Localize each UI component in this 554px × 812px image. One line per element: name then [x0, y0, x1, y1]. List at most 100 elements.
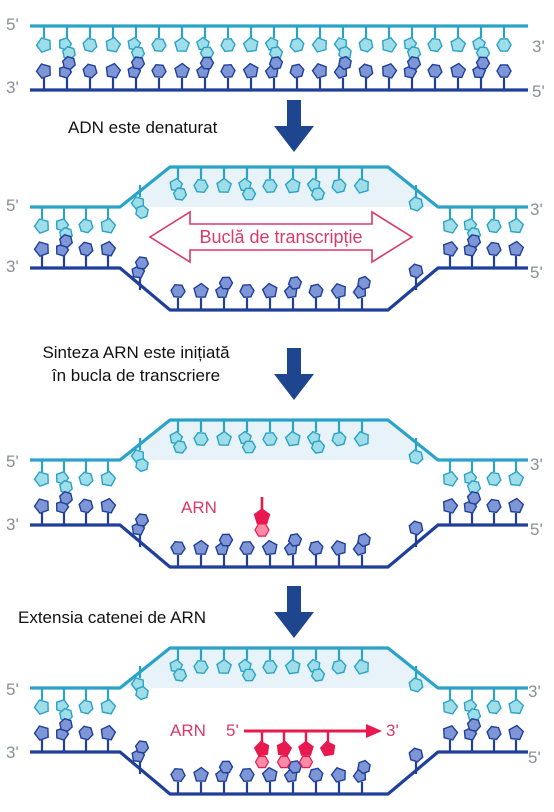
panel3-bottom-base — [352, 532, 371, 567]
step2-caption-line1: Sinteza ARN este inițiată — [42, 343, 230, 362]
panel4-top-base — [486, 688, 502, 715]
panel3-bottom-base — [170, 540, 186, 567]
panel1-top-strand-base — [472, 26, 491, 60]
panel3-bottom-base — [100, 497, 117, 525]
panel3-top-base — [331, 420, 347, 447]
panel2-bottom-base — [508, 240, 525, 268]
down-arrow-icon — [274, 586, 314, 638]
panel2-bottom-base — [283, 276, 303, 310]
panel2-top-base — [306, 167, 326, 201]
panel2-bottom-base — [308, 283, 324, 310]
panel4-bottom-3prime: 3' — [6, 743, 19, 762]
panel2-bottom-base — [261, 282, 278, 310]
panel2-top-base — [55, 207, 73, 242]
panel4-bottom-base — [170, 767, 186, 794]
double-arrow-icon — [148, 210, 414, 264]
panel3-top-base — [508, 460, 525, 487]
panel2-top-base — [408, 185, 424, 212]
panel4-bottom-base — [78, 725, 94, 752]
panel4-bottom-base — [308, 767, 324, 794]
panel2-bottom-base — [214, 276, 234, 310]
panel2-bottom-backbone — [30, 266, 528, 312]
panel2-top-backbone — [30, 165, 528, 209]
panel3-bottom-base — [239, 540, 255, 567]
panel4-bottom-base — [408, 747, 424, 774]
panel3-top-base — [486, 460, 502, 487]
rna-arrowhead-icon — [366, 724, 382, 738]
panel2-bottom-base — [239, 283, 255, 310]
panel1-bottom-strand-base — [472, 56, 491, 90]
panel3-bottom-base — [283, 533, 303, 567]
panel3-bubble-fill — [120, 420, 438, 460]
panel3-top-base — [262, 420, 278, 447]
panel3-top-base — [237, 420, 257, 454]
panel1-bottom-strand-base — [35, 63, 51, 90]
panel4-top-base — [508, 688, 525, 715]
rna-3prime-label: 3' — [386, 721, 399, 740]
panel2-bottom-base — [78, 241, 94, 268]
panel4-top-base — [169, 648, 188, 682]
panel4-bottom-base — [261, 766, 278, 794]
panel1-top-5prime: 5' — [6, 15, 19, 34]
dna-strands-layer — [30, 24, 528, 796]
panel2-top-base — [442, 207, 459, 234]
panel2-bottom-base — [193, 282, 210, 310]
panel1-top-strand-base — [403, 26, 422, 60]
rna-strand — [244, 724, 382, 769]
panel1-bottom-strand-base — [289, 63, 305, 90]
panel1-top-strand-base — [289, 26, 305, 53]
panel3-top-base — [55, 460, 73, 495]
rna-base — [276, 731, 293, 769]
panel1-bottom-strand-base — [195, 56, 215, 90]
panel1-top-strand-base — [105, 26, 122, 53]
panel4-bottom-base — [100, 724, 117, 752]
panel4-bottom-base — [214, 760, 234, 794]
panel4-bottom-base — [508, 724, 525, 752]
panel1-bottom-strand-base — [311, 62, 327, 90]
panel3-bottom-3prime: 3' — [6, 515, 19, 534]
panel1-top-strand-base — [127, 26, 146, 60]
panel1-top-strand-base — [311, 26, 327, 53]
panel3-rna-label: ARN — [181, 498, 217, 517]
panel4-top-base — [193, 648, 209, 675]
panel2-top-base — [262, 167, 278, 194]
panel1-top-strand-base — [450, 26, 467, 53]
panel1-top-3prime: 3' — [532, 37, 545, 56]
panel3-bottom-base — [330, 539, 346, 567]
panel2-bottom-base — [352, 275, 371, 310]
panel2-top-base — [193, 167, 209, 194]
panel1-bottom-strand-base — [333, 55, 352, 90]
panel1-bottom-strand-base — [450, 62, 467, 90]
panel4-top-base — [353, 648, 369, 675]
panel3-bottom-base — [261, 539, 278, 567]
panel4-bottom-base — [193, 766, 210, 794]
panel3-bottom-base — [131, 513, 150, 547]
panel2-top-base — [169, 167, 188, 201]
panel1-bottom-strand-base — [496, 64, 512, 90]
panel2-bottom-base — [486, 241, 502, 268]
step2-caption-line2: în bucla de transcriere — [51, 366, 220, 385]
panel2-top-base — [216, 167, 233, 193]
panel2-bottom-base — [408, 263, 424, 290]
panel2-top-base — [486, 207, 502, 234]
panel1-bottom-strand-base — [264, 56, 284, 90]
panel1-bottom-5prime: 5' — [532, 82, 545, 101]
panel4-bottom-base — [486, 725, 502, 752]
rna-nucleotide — [253, 497, 271, 537]
panel1-bottom-3prime: 3' — [6, 78, 19, 97]
panel4-top-base — [78, 688, 94, 715]
panel1-top-strand-base — [242, 26, 259, 53]
panel1-bottom-strand-base — [127, 56, 146, 90]
panel4-top-base — [331, 648, 347, 675]
panel1-top-strand-base — [358, 26, 374, 53]
panel2-bottom-base — [55, 233, 73, 268]
panel4-bottom-base — [442, 724, 459, 752]
panel3-top-base — [33, 460, 49, 488]
panel4-bottom-backbone — [30, 750, 528, 796]
panel1-top-strand-base — [151, 26, 167, 53]
panel4-top-base — [306, 648, 326, 682]
panel1-top-strand-base — [82, 26, 98, 53]
panel4-bottom-base — [33, 725, 49, 752]
panel1-top-strand-base — [220, 26, 236, 53]
panel1-bottom-strand-base — [151, 63, 167, 90]
